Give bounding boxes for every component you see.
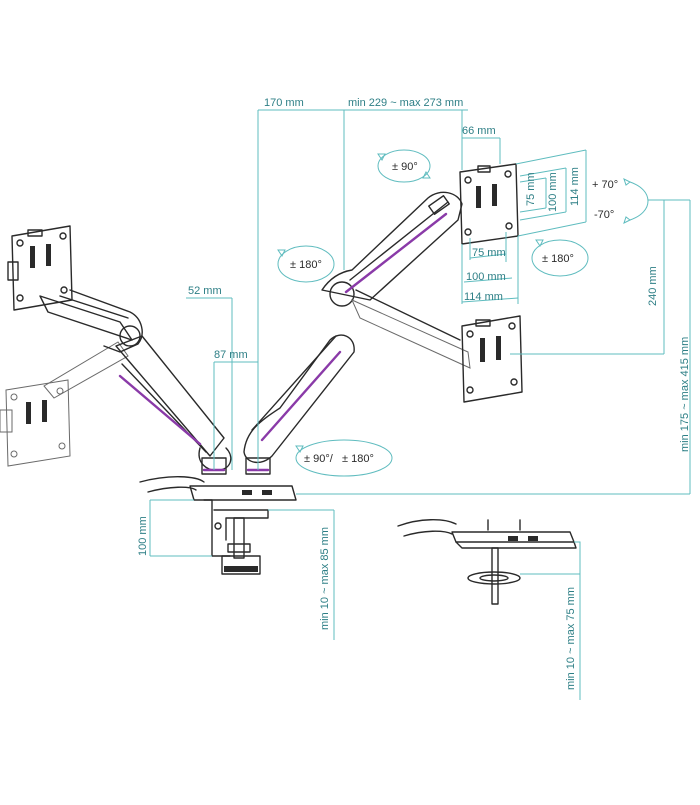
label-swivel-head: ± 180° <box>542 253 574 265</box>
label-66: 66 mm <box>462 125 496 137</box>
label-vesa-100-h: 100 mm <box>466 271 506 283</box>
label-base-rot-a: ± 90°/ <box>304 453 334 465</box>
label-vesa-75-h: 75 mm <box>472 247 506 259</box>
rotation-labels: ± 90° + 70° -70° ± 180° ± 180° ± 90°/ ± … <box>290 161 618 465</box>
left-lower-arm <box>115 335 232 471</box>
rotation-indicators <box>277 149 649 477</box>
dimension-labels: 170 mm min 229 ~ max 273 mm 66 mm 75 mm … <box>137 97 691 690</box>
right-vesa-plate-upper <box>459 163 519 245</box>
label-229-273: min 229 ~ max 273 mm <box>348 97 463 109</box>
right-lower-arm <box>243 281 355 463</box>
label-170: 170 mm <box>264 97 304 109</box>
right-upper-arm <box>321 191 471 369</box>
dimension-lines <box>149 109 691 700</box>
label-vesa-100-v: 100 mm <box>547 172 559 212</box>
grommet-mount <box>397 519 577 605</box>
label-87: 87 mm <box>214 349 248 361</box>
label-swivel-left: ± 180° <box>290 259 322 271</box>
label-vesa-114-v: 114 mm <box>569 167 581 206</box>
right-vesa-plate-lower <box>461 315 523 403</box>
line-art <box>0 163 577 605</box>
left-vesa-plate-lower <box>0 379 71 467</box>
label-clamp-100: 100 mm <box>137 516 149 556</box>
label-52: 52 mm <box>188 285 222 297</box>
label-vesa-75-v: 75 mm <box>525 172 537 206</box>
label-tilt-down: -70° <box>594 209 614 221</box>
label-tilt-up: + 70° <box>592 179 618 191</box>
label-base-rot-b: ± 180° <box>342 453 374 465</box>
label-rot-90: ± 90° <box>392 161 418 173</box>
label-240: 240 mm <box>647 266 659 306</box>
label-total-height: min 175 ~ max 415 mm <box>679 337 691 452</box>
pole-and-clamp <box>139 457 297 575</box>
label-grommet-range: min 10 ~ max 75 mm <box>565 587 577 690</box>
label-vesa-114-h: 114 mm <box>464 291 503 303</box>
label-clamp-range: min 10 ~ max 85 mm <box>319 527 331 630</box>
